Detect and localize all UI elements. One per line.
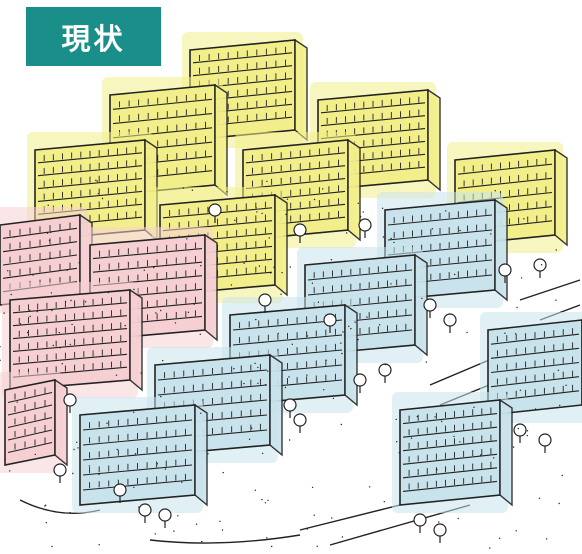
ground-texture: [0, 179, 567, 549]
trees: [53, 203, 552, 543]
apartment-block-17: [392, 392, 513, 513]
status-badge: 現状: [26, 7, 161, 66]
apartment-block-18: [72, 397, 208, 513]
apartment-block-12: [2, 282, 143, 398]
apartment-block-16: [0, 372, 68, 473]
